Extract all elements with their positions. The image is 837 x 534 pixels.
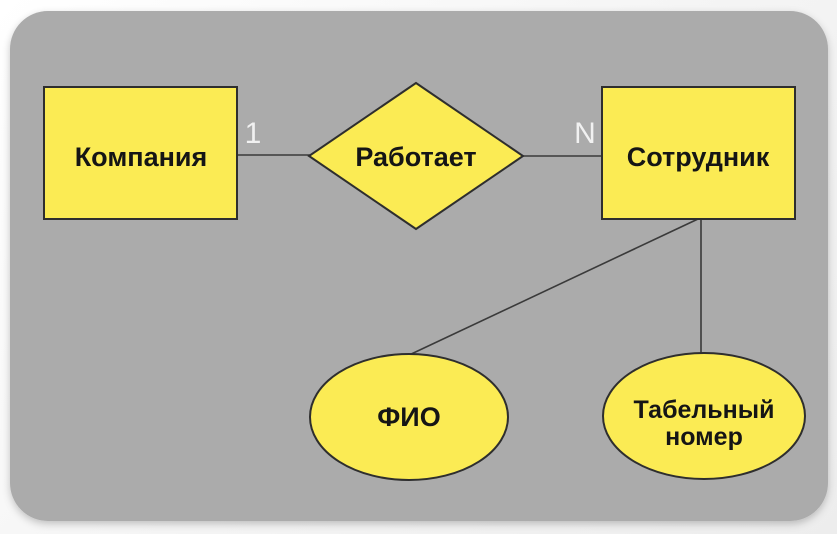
attribute-personnelnumber-label-line2: номер [665,423,743,451]
attribute-personnelnumber-ellipse [602,352,806,480]
entity-employee-rectangle [601,86,796,220]
relationship-works-label: Работает [355,142,476,172]
entity-employee-label: Сотрудник [627,142,770,172]
entity-company-rectangle [43,86,238,220]
attribute-fullname-label: ФИО [377,402,440,432]
cardinality-n-label: N [574,117,596,150]
cardinality-one-label: 1 [245,117,262,150]
attribute-personnelnumber-label-line1: Табельный [634,396,775,424]
entity-company-label: Компания [75,142,208,172]
relationship-works-diamond [307,81,525,231]
connector-employee-fullname [389,218,699,365]
attribute-fullname-ellipse [309,353,509,481]
